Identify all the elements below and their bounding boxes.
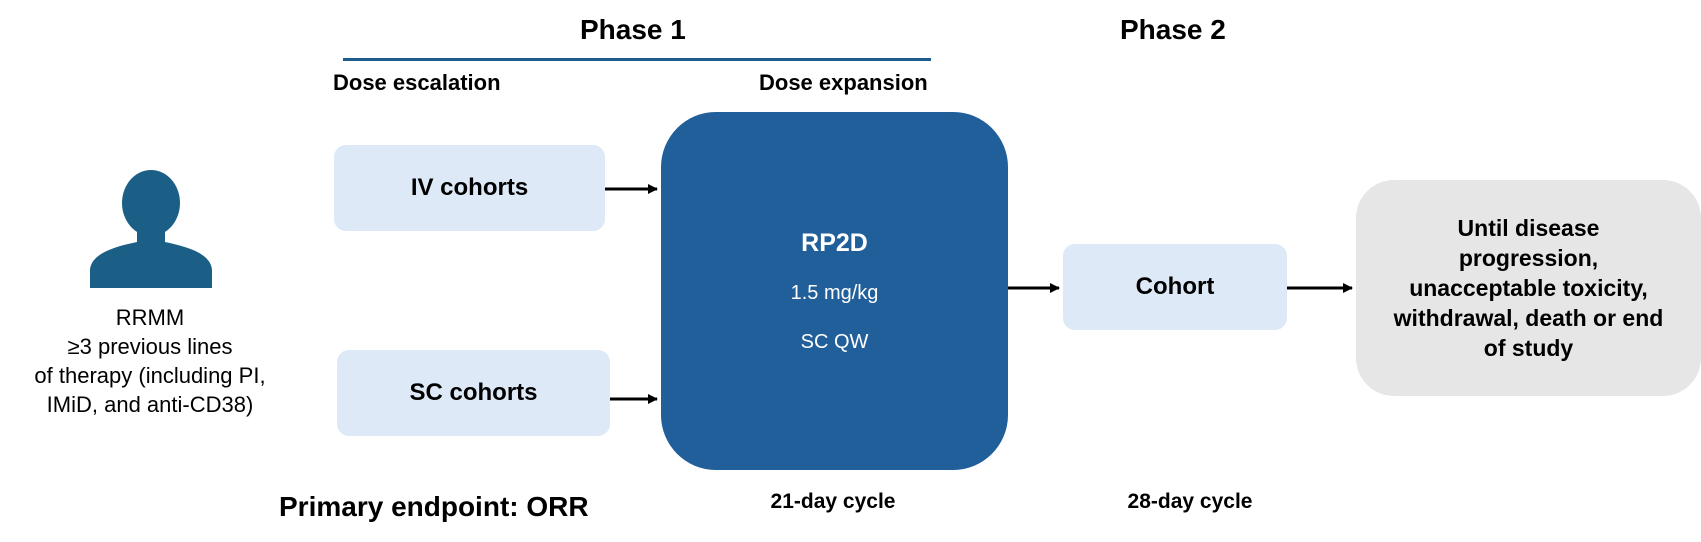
end-line-5: of study xyxy=(1483,335,1574,361)
iv-cohorts-box: IV cohorts xyxy=(334,145,605,231)
rp2d-box: RP2D 1.5 mg/kg SC QW xyxy=(661,112,1008,470)
dose-expansion-label: Dose expansion xyxy=(759,70,928,95)
patient-line-4: IMiD, and anti-CD38) xyxy=(46,392,254,417)
phase2-cycle-label: 28-day cycle xyxy=(1127,490,1253,513)
end-line-2: progression, xyxy=(1458,245,1599,271)
iv-cohorts-label: IV cohorts xyxy=(410,174,529,201)
rp2d-route: SC QW xyxy=(800,330,869,353)
patient-line-3: of therapy (including PI, xyxy=(34,363,266,388)
end-line-4: withdrawal, death or end xyxy=(1393,305,1664,331)
phase1-divider xyxy=(343,58,931,61)
end-line-3: unacceptable toxicity, xyxy=(1409,275,1648,301)
person-icon xyxy=(90,170,212,288)
phase1-cycle-label: 21-day cycle xyxy=(770,490,896,513)
sc-cohorts-label: SC cohorts xyxy=(409,379,538,406)
dose-escalation-label: Dose escalation xyxy=(333,70,501,95)
rp2d-dose: 1.5 mg/kg xyxy=(790,281,879,304)
phase2-cohort-box: Cohort xyxy=(1063,244,1287,330)
patient-line-1: RRMM xyxy=(115,305,185,330)
sc-cohorts-box: SC cohorts xyxy=(337,350,610,436)
treatment-end-box: Until disease progression, unacceptable … xyxy=(1356,180,1701,396)
rp2d-title: RP2D xyxy=(801,228,868,257)
patient-description: RRMM ≥3 previous lines of therapy (inclu… xyxy=(0,303,300,419)
patient-line-2: ≥3 previous lines xyxy=(67,334,233,359)
phase2-title: Phase 2 xyxy=(1120,14,1226,45)
end-line-1: Until disease xyxy=(1457,215,1600,241)
phase1-title: Phase 1 xyxy=(580,14,686,45)
phase2-cohort-label: Cohort xyxy=(1135,273,1215,300)
primary-endpoint: Primary endpoint: ORR xyxy=(279,491,589,522)
